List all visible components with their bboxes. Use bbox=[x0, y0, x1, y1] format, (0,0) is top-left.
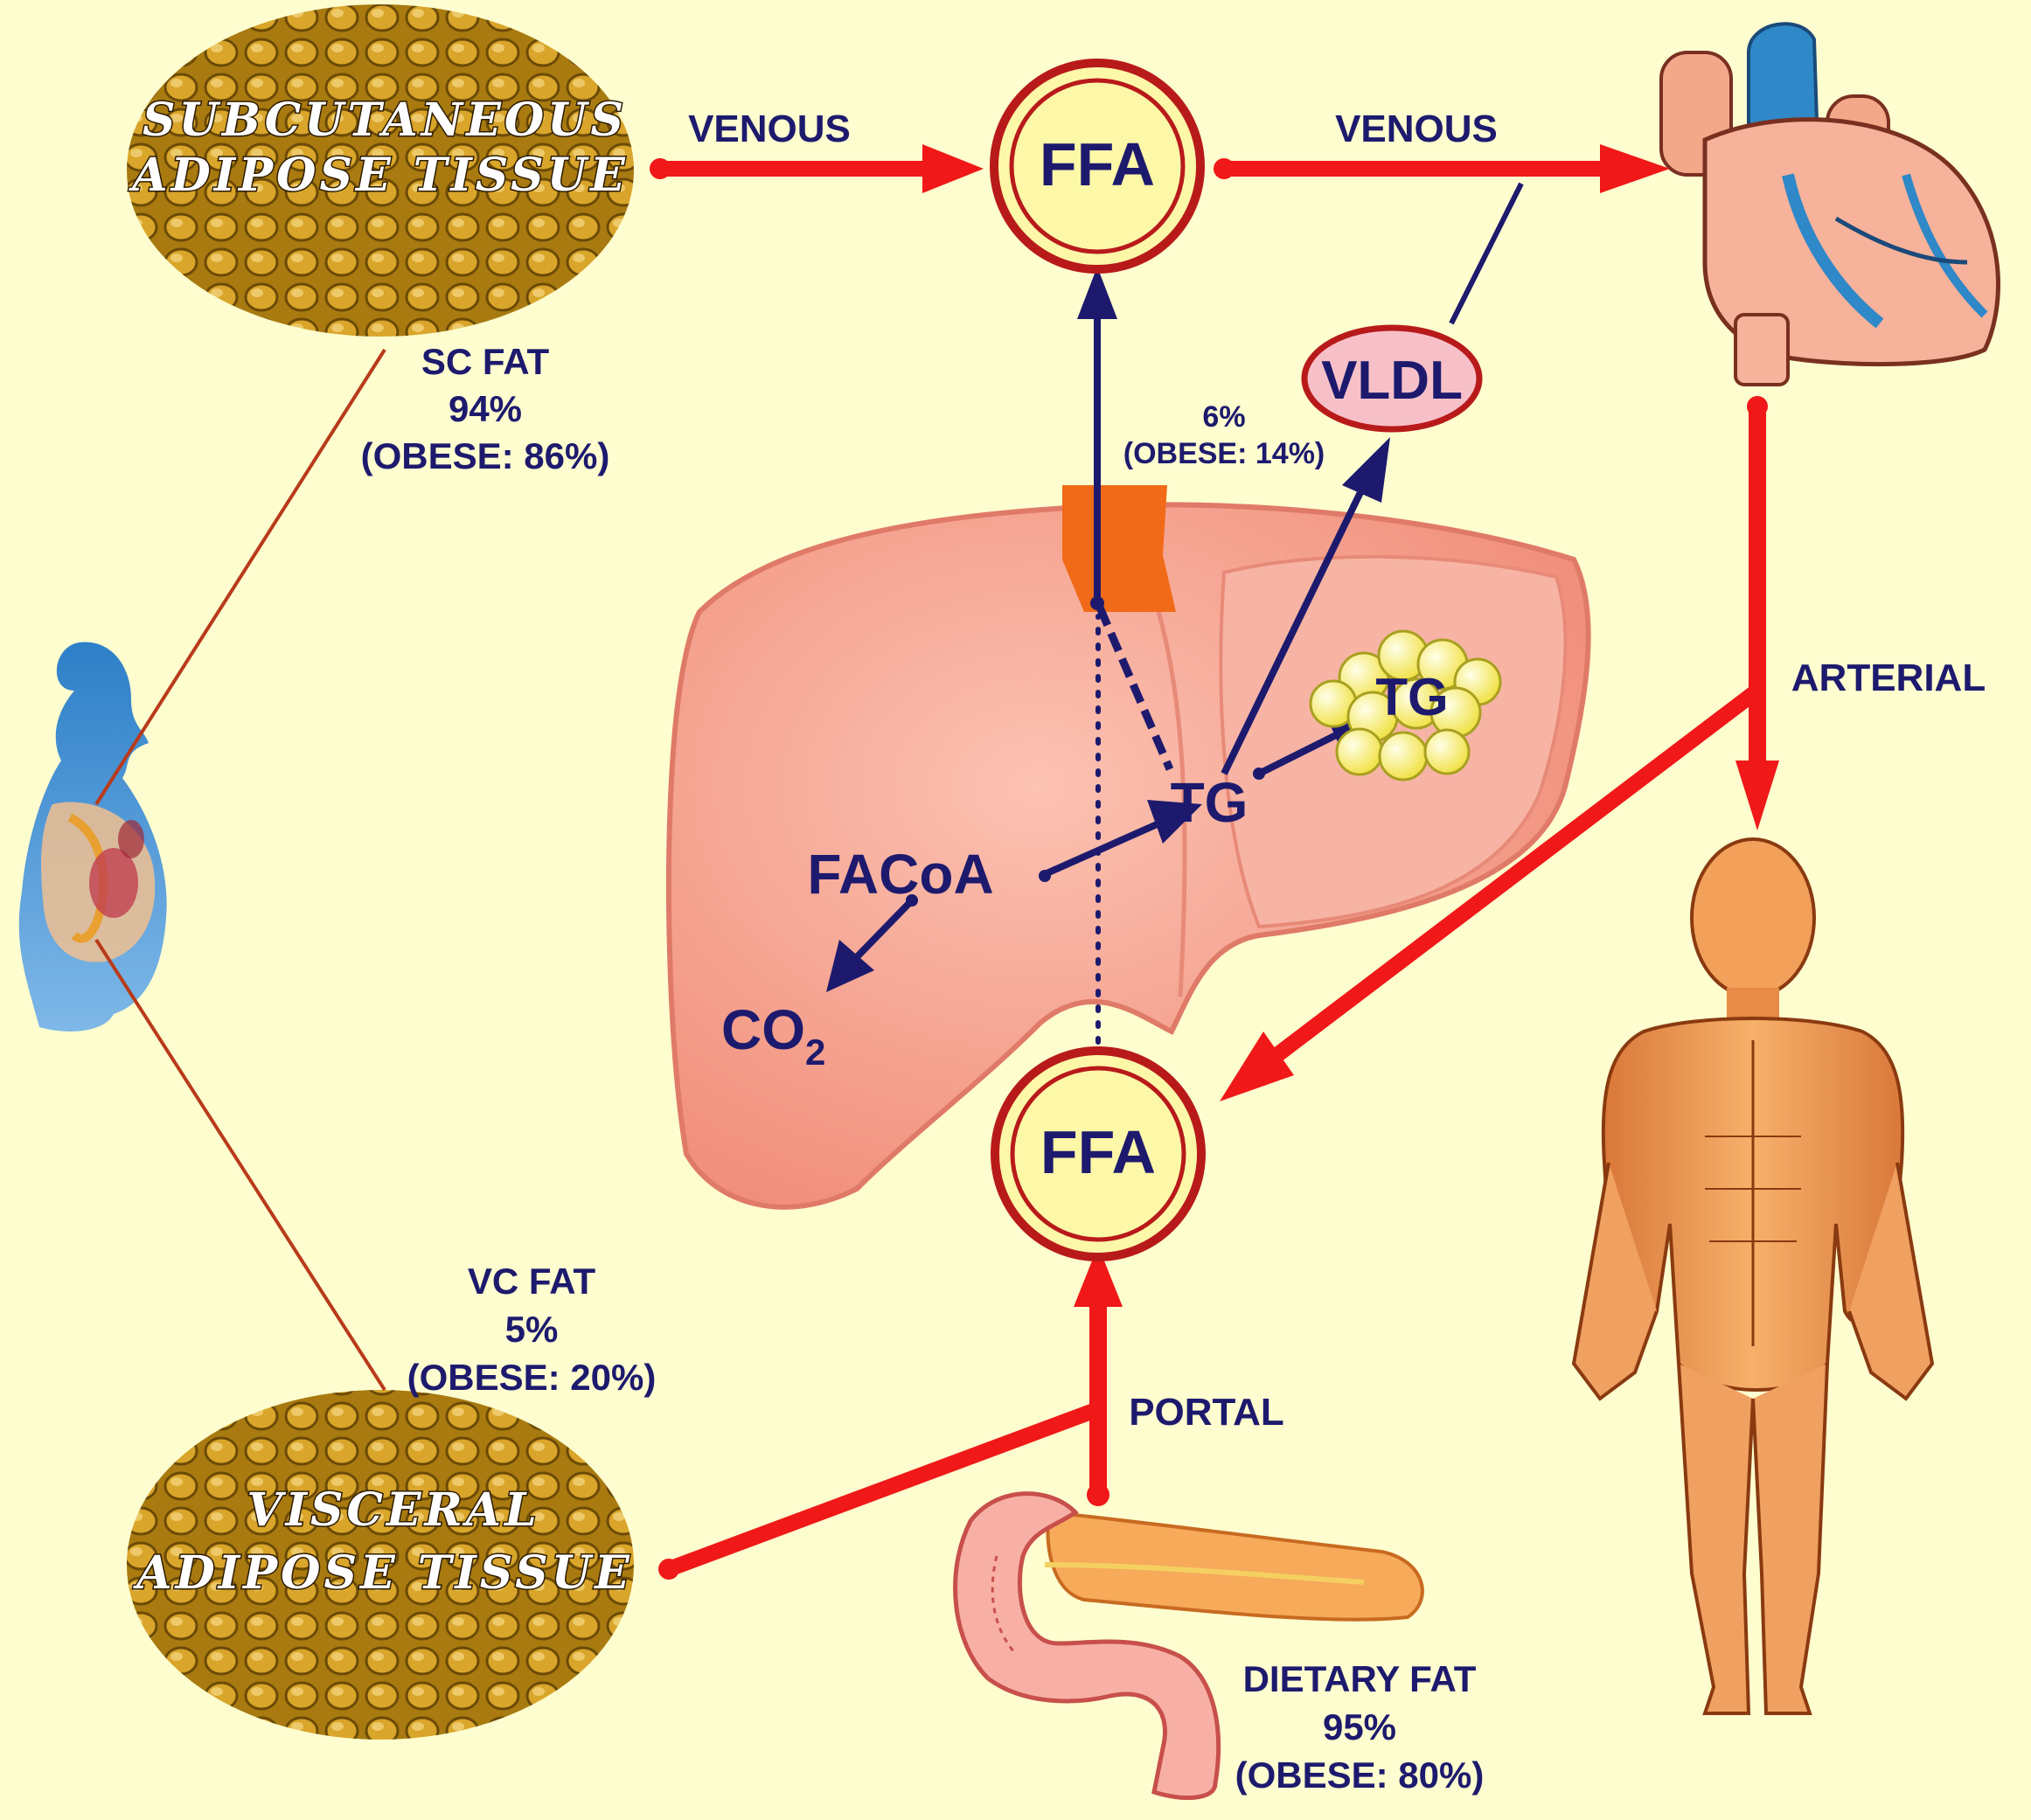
subcutaneous-adipose-tissue: SUBCUTANEOUS ADIPOSE TISSUE bbox=[127, 4, 634, 337]
visceral-title-line2: ADIPOSE TISSUE bbox=[132, 1546, 632, 1600]
ffa-tg-dashed-line bbox=[1095, 606, 1174, 771]
venous-left-arrowhead bbox=[922, 144, 984, 193]
svg-text:95%: 95% bbox=[1323, 1706, 1396, 1747]
vldl-to-venous-line bbox=[1449, 182, 1524, 325]
visceral-adipose-tissue: VISCERAL ADIPOSE TISSUE bbox=[127, 1390, 634, 1740]
subcutaneous-title-line1: SUBCUTANEOUS bbox=[143, 94, 627, 147]
tg-to-vldl-arrow-shaft bbox=[1221, 483, 1367, 775]
ffa-top-node: FFA bbox=[990, 59, 1205, 274]
muscle-body-icon bbox=[1571, 837, 1935, 1715]
facoa-to-co2-arrow-shaft bbox=[850, 898, 915, 964]
visceral-fat-image bbox=[127, 1390, 634, 1740]
vldl-fraction-label: 6% (OBESE: 14%) bbox=[1123, 400, 1325, 470]
sc-fat-connector-line bbox=[94, 348, 386, 806]
arterial-branch-arrowhead bbox=[1220, 1032, 1294, 1101]
svg-text:(OBESE: 86%): (OBESE: 86%) bbox=[361, 435, 610, 476]
facoa-to-tg-arrow-shaft bbox=[1043, 818, 1165, 878]
tg-droplet-label: TG bbox=[1375, 668, 1448, 726]
liver-to-ffa-arrowhead bbox=[1077, 267, 1117, 319]
svg-text:5%: 5% bbox=[505, 1309, 559, 1350]
ffa-top-label: FFA bbox=[1040, 130, 1155, 198]
svg-text:VC FAT: VC FAT bbox=[468, 1261, 596, 1302]
navy-metabolic-arrows bbox=[826, 182, 1524, 1060]
venous-left-label: VENOUS bbox=[688, 108, 851, 150]
svg-text:(OBESE: 20%): (OBESE: 20%) bbox=[407, 1357, 657, 1398]
portal-arrowhead bbox=[1074, 1246, 1123, 1307]
tg-to-vldl-arrowhead bbox=[1342, 437, 1390, 503]
venous-right-arrowhead bbox=[1600, 144, 1670, 193]
vldl-label: VLDL bbox=[1321, 351, 1463, 411]
svg-text:(OBESE: 14%): (OBESE: 14%) bbox=[1123, 437, 1325, 470]
co2-label: CO2 bbox=[721, 998, 825, 1073]
svg-text:(OBESE: 80%): (OBESE: 80%) bbox=[1235, 1754, 1485, 1796]
facoa-to-tg-arrowhead bbox=[1147, 800, 1202, 844]
ffa-bottom-label: FFA bbox=[1040, 1118, 1156, 1186]
visceral-title-line1: VISCERAL bbox=[247, 1483, 539, 1537]
venous-right-label: VENOUS bbox=[1335, 108, 1498, 150]
dietary-fat-label: DIETARY FAT 95% (OBESE: 80%) bbox=[1235, 1658, 1485, 1796]
heart-icon bbox=[1659, 22, 2000, 386]
vldl-node: VLDL bbox=[1301, 324, 1483, 433]
vc-fat-label: VC FAT 5% (OBESE: 20%) bbox=[407, 1261, 657, 1398]
co2-subscript: 2 bbox=[805, 1032, 825, 1073]
sc-fat-label: SC FAT 94% (OBESE: 86%) bbox=[361, 341, 610, 476]
visceral-portal-line bbox=[665, 1401, 1102, 1577]
ffa-bottom-node: FFA bbox=[991, 1046, 1206, 1261]
tg-center-label: TG bbox=[1171, 771, 1249, 834]
tg-to-droplet-arrow-shaft bbox=[1257, 731, 1339, 777]
portal-label: PORTAL bbox=[1129, 1391, 1284, 1434]
subcutaneous-fat-image bbox=[127, 4, 634, 337]
arterial-label: ARTERIAL bbox=[1791, 656, 1986, 699]
pancreas-intestine-icon bbox=[953, 1491, 1424, 1801]
facoa-to-co2-arrowhead bbox=[826, 940, 874, 992]
vc-fat-connector-line bbox=[94, 938, 386, 1392]
obese-body-silhouette-icon bbox=[18, 642, 167, 1032]
facoa-label: FACoA bbox=[807, 843, 993, 906]
svg-text:6%: 6% bbox=[1202, 400, 1245, 434]
svg-text:94%: 94% bbox=[449, 388, 522, 429]
red-flow-arrows bbox=[650, 144, 1779, 1580]
subcutaneous-title-line2: ADIPOSE TISSUE bbox=[128, 149, 628, 202]
svg-text:SC FAT: SC FAT bbox=[421, 341, 550, 382]
co2-main-text: CO bbox=[721, 998, 805, 1061]
lipid-droplet-icon bbox=[1309, 629, 1502, 781]
arterial-arrowhead bbox=[1735, 761, 1779, 830]
arterial-branch-shaft bbox=[1262, 684, 1763, 1069]
svg-text:DIETARY FAT: DIETARY FAT bbox=[1243, 1658, 1477, 1699]
